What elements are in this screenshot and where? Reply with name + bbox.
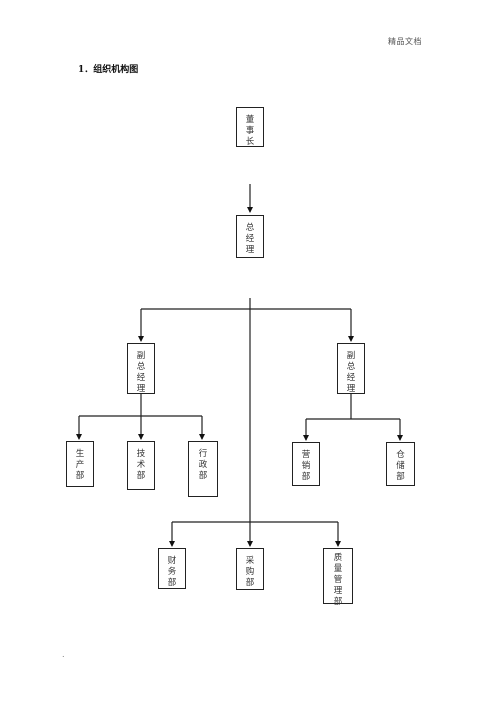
node-vice-gm-right: 副总经理	[337, 343, 365, 394]
node-administration: 行政部	[188, 441, 218, 497]
section-title: 1．组织机构图	[78, 65, 139, 75]
node-general-manager: 总经理	[236, 215, 264, 258]
header-note: 精品文档	[388, 37, 422, 46]
node-warehouse: 仓储部	[386, 442, 415, 486]
node-chairman: 董事长	[236, 107, 264, 147]
node-finance: 财务部	[158, 548, 186, 589]
footer-mark: .	[62, 650, 65, 659]
node-vice-gm-left: 副总经理	[127, 343, 155, 394]
node-quality: 质量管理部	[323, 548, 353, 607]
node-purchasing: 采购部	[236, 548, 264, 590]
node-production: 生产部	[66, 441, 94, 487]
node-technology: 技术部	[127, 441, 155, 490]
node-marketing: 营销部	[292, 442, 320, 486]
